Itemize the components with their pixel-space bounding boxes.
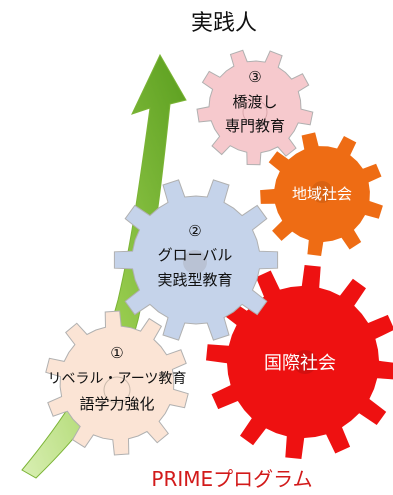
bridge-gear-line2: 専門教育 [225,117,285,135]
liberal-gear-number: ① [110,344,123,362]
global-gear-line1: グローバル [158,246,233,264]
global-practical-gear-hub [183,250,207,274]
diagram-title: 実践人 [191,11,257,36]
program-name: PRIMEプログラム [151,467,312,491]
global-gear-number: ② [188,222,201,240]
regional-society-label: 地域社会 [292,185,352,203]
bridge-specialized-gear [196,49,314,166]
liberal-gear-line2: 語学力強化 [79,395,154,413]
bridge-gear-line1: 橋渡し [232,93,277,111]
bridge-gear-number: ③ [248,68,261,86]
global-gear-line2: 実践型教育 [157,271,232,289]
liberal-arts-gear-hub [103,376,131,404]
international-society-gear-hub [293,350,317,374]
bridge-specialized-gear-hub [242,99,268,125]
liberal-arts-gear [45,310,189,456]
liberal-gear-line1: リベラル・アーツ教育 [48,371,187,387]
international-society-label: 国際社会 [264,353,336,374]
regional-society-gear-hub [311,181,333,203]
